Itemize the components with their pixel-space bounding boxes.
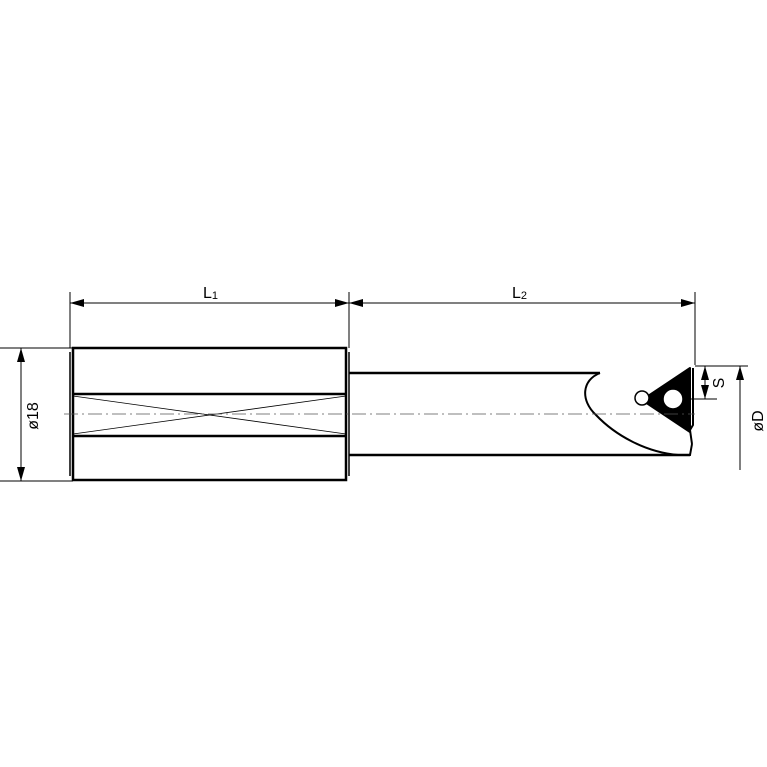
clamp-screw: [634, 390, 650, 406]
shank-diameter-label: ø18: [25, 402, 42, 430]
bar-tip-face: [688, 368, 694, 445]
offset-s-label: S: [711, 378, 728, 389]
extension-lines: [0, 292, 748, 482]
insert: [634, 367, 691, 433]
bar: [349, 368, 694, 457]
shank-flat-cross-2: [72, 395, 347, 435]
dimension-lines: [17, 299, 744, 481]
insert-screw-hole: [662, 388, 684, 410]
cutting-diameter-label: øD: [750, 410, 767, 431]
l1-label: L1: [203, 285, 218, 302]
bar-tip-outline: [584, 372, 693, 456]
l2-label: L2: [512, 285, 527, 302]
